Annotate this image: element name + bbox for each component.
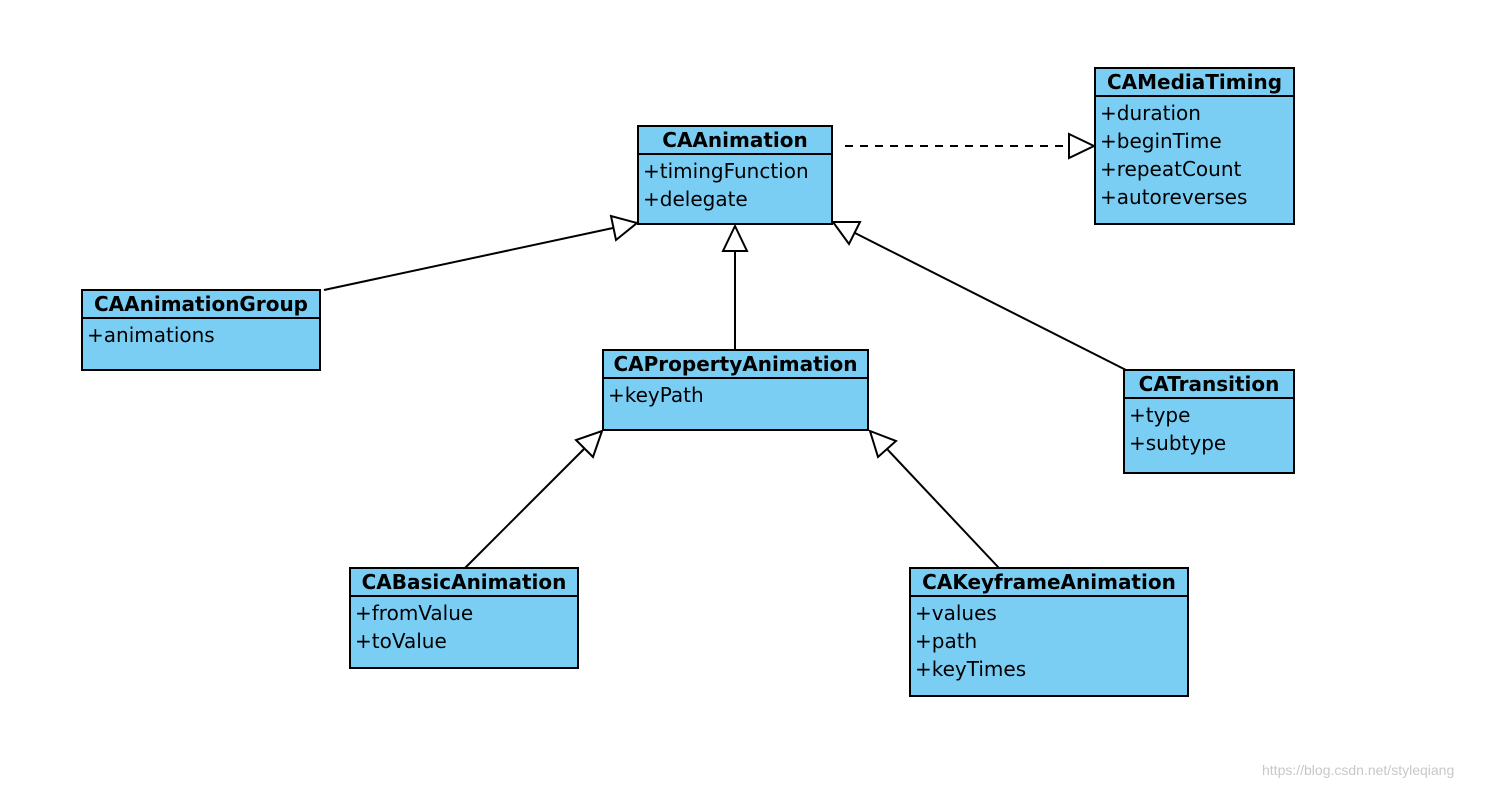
attribute-list: +animations — [83, 319, 319, 349]
attribute: +beginTime — [1100, 129, 1222, 153]
attribute: +path — [915, 629, 978, 653]
attribute: +fromValue — [355, 601, 474, 625]
class-name: CAAnimation — [639, 127, 831, 155]
attribute: +animations — [87, 323, 215, 347]
generalization-catransition-to-caanimation — [831, 221, 1127, 371]
class-box-cabasicanimation[interactable]: CABasicAnimation +fromValue +toValue — [349, 567, 579, 669]
attribute-list: +type +subtype — [1125, 399, 1293, 457]
class-name: CAMediaTiming — [1096, 69, 1293, 97]
attribute: +duration — [1100, 101, 1201, 125]
attribute: +values — [915, 601, 997, 625]
class-name: CATransition — [1125, 371, 1293, 399]
class-box-camediatiming[interactable]: CAMediaTiming +duration +beginTime +repe… — [1094, 67, 1295, 225]
attribute-list: +keyPath — [604, 379, 867, 409]
attribute-list: +timingFunction +delegate — [639, 155, 831, 213]
attribute: +repeatCount — [1100, 157, 1242, 181]
attribute-list: +fromValue +toValue — [351, 597, 577, 655]
class-name: CABasicAnimation — [351, 569, 577, 597]
class-box-cakeyframeanimation[interactable]: CAKeyframeAnimation +values +path +keyTi… — [909, 567, 1189, 697]
attribute: +type — [1129, 403, 1191, 427]
generalization-caanimationgroup-to-caanimation — [323, 214, 640, 291]
realization-caanimation-to-camediatiming — [845, 132, 1097, 160]
attribute: +timingFunction — [643, 159, 809, 183]
class-name: CAPropertyAnimation — [604, 351, 867, 379]
attribute: +keyPath — [608, 383, 704, 407]
attribute-list: +values +path +keyTimes — [911, 597, 1187, 683]
generalization-cabasicanimation-to-capropertyanimation — [464, 429, 604, 569]
attribute: +autoreverses — [1100, 185, 1248, 209]
attribute: +keyTimes — [915, 657, 1027, 681]
class-name: CAKeyframeAnimation — [911, 569, 1187, 597]
attribute: +delegate — [643, 187, 748, 211]
generalization-capropertyanimation-to-caanimation — [721, 223, 749, 349]
attribute: +subtype — [1129, 431, 1227, 455]
attribute-list: +duration +beginTime +repeatCount +autor… — [1096, 97, 1293, 211]
watermark-text: https://blog.csdn.net/styleqiang — [1262, 762, 1455, 778]
class-box-caanimation[interactable]: CAAnimation +timingFunction +delegate — [637, 125, 833, 225]
class-box-capropertyanimation[interactable]: CAPropertyAnimation +keyPath — [602, 349, 869, 431]
attribute: +toValue — [355, 629, 447, 653]
generalization-cakeyframeanimation-to-capropertyanimation — [868, 429, 1000, 569]
class-box-caanimationgroup[interactable]: CAAnimationGroup +animations — [81, 289, 321, 371]
class-box-catransition[interactable]: CATransition +type +subtype — [1123, 369, 1295, 474]
class-name: CAAnimationGroup — [83, 291, 319, 319]
